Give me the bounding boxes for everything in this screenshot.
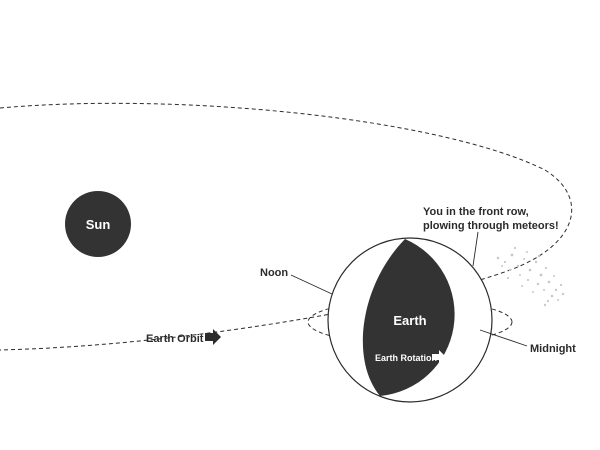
earth-night-side — [362, 239, 455, 396]
sun-label: Sun — [86, 217, 111, 232]
front-row-label-line2: plowing through meteors! — [423, 220, 559, 232]
noon-label: Noon — [260, 267, 288, 279]
earth-label: Earth — [393, 313, 426, 328]
earth-outline — [327, 237, 493, 403]
midnight-leader-line — [479, 329, 528, 347]
earth-rotation-caption: Earth Rotation — [375, 350, 446, 364]
earth-orbit-path — [0, 102, 573, 351]
noon-leader-line — [290, 274, 333, 295]
midnight-label: Midnight — [530, 343, 576, 355]
meteor-cloud — [496, 246, 565, 307]
earth-orbit-arrow-icon — [205, 329, 221, 345]
sun: Sun — [65, 191, 131, 257]
earth-rotation-label: Earth Rotation — [375, 353, 437, 363]
front-row-leader-line — [472, 231, 479, 267]
earth-orbit-caption: Earth Orbit — [146, 329, 221, 345]
front-row-label-line1: You in the front row, — [423, 206, 529, 218]
sun-circle — [65, 191, 131, 257]
earth-rotation-arrow-icon — [432, 350, 446, 364]
earth-orbit-label: Earth Orbit — [146, 333, 204, 345]
earth: Earth — [327, 237, 493, 403]
midnight-dot — [475, 325, 481, 331]
